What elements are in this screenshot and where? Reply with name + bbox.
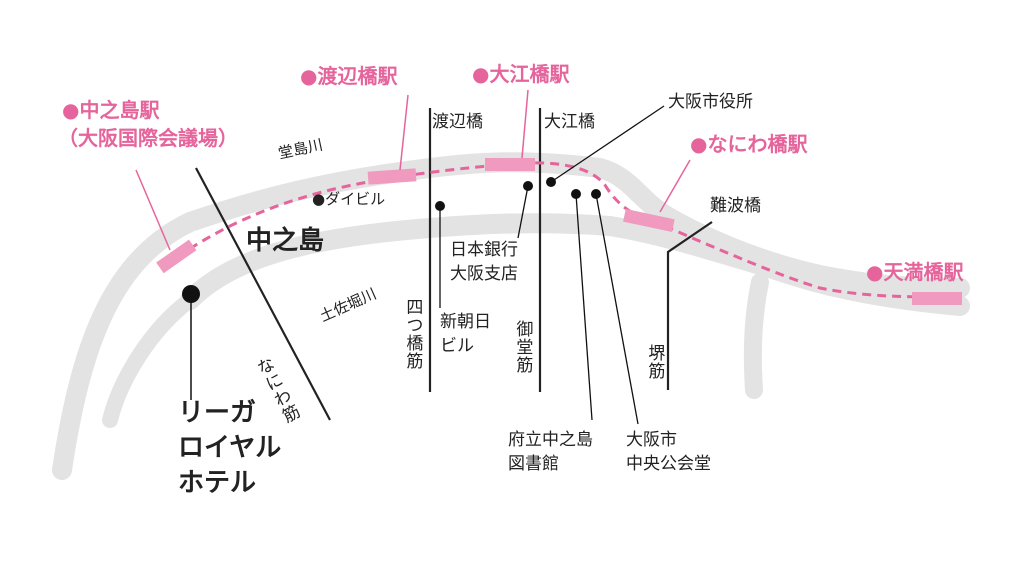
city-hall-label: 大阪市役所 <box>668 92 753 112</box>
temmabashi-station-mark <box>912 292 962 305</box>
leader-watanabebashi <box>399 94 409 171</box>
hotel-label-line1: リーガ <box>178 398 257 428</box>
watanabebashi-station-mark <box>367 168 417 185</box>
hall-label-line1: 大阪市 <box>626 430 677 450</box>
shinasahi-label-line2: ビル <box>440 336 474 356</box>
sakaisuji-road <box>666 221 713 390</box>
hotel-label-line2: ロイヤル <box>178 433 282 464</box>
oe-bridge-label: 大江橋 <box>544 112 595 132</box>
naniwabashi-station-label: ●なにわ橋駅 <box>690 132 808 156</box>
hotel-label-line3: ホテル <box>178 468 257 499</box>
sakaisuji-label: 堺筋 <box>644 344 665 380</box>
naniwasuji-road <box>195 167 331 421</box>
daibiru-label: ●ダイビル <box>312 190 386 208</box>
naniwabashi-station-mark <box>623 208 675 233</box>
nakanoshima-station-label: ●中之島駅 <box>62 98 160 122</box>
library-label-line2: 図書館 <box>508 454 559 474</box>
leader-hall <box>595 193 639 425</box>
yotsuhashisuji-label: 四つ橋筋 <box>402 298 423 370</box>
hotel-label: リーガ ロイヤル ホテル <box>178 396 281 501</box>
nakanoshima-station-sublabel: （大阪国際会議場） <box>58 126 238 150</box>
west-bank <box>102 292 198 428</box>
leader-boj <box>517 185 529 239</box>
leader-city-hall <box>550 105 665 183</box>
hotel-dot <box>182 285 200 303</box>
nakanoshima-station-mark <box>156 239 197 274</box>
east-branch <box>743 273 769 399</box>
naniwa-bridge-label: 難波橋 <box>710 196 761 216</box>
leader-oebashi <box>521 89 529 159</box>
shinasahi-label-line1: 新朝日 <box>440 312 491 332</box>
leader-naniwabashi <box>659 159 691 213</box>
boj-label-line2: 大阪支店 <box>450 264 518 284</box>
temmabashi-station-label: ●天満橋駅 <box>866 260 964 284</box>
watanabe-bridge-label: 渡辺橋 <box>432 112 483 132</box>
leader-library <box>575 193 593 421</box>
tosabori-river <box>180 213 970 316</box>
hall-label-line2: 中央公会堂 <box>626 454 711 474</box>
nakanoshima-area-label: 中之島 <box>246 226 325 256</box>
oebashi-station-label: ●大江橋駅 <box>472 62 570 86</box>
oebashi-station-mark <box>485 158 535 171</box>
midosuji-label: 御堂筋 <box>512 320 533 374</box>
leader-nakanoshima <box>135 169 171 251</box>
keihan-nakanoshima-line <box>164 161 941 299</box>
library-label-line1: 府立中之島 <box>508 430 593 450</box>
watanabebashi-station-label: ●渡辺橋駅 <box>300 64 398 88</box>
boj-label-line1: 日本銀行 <box>450 240 518 260</box>
